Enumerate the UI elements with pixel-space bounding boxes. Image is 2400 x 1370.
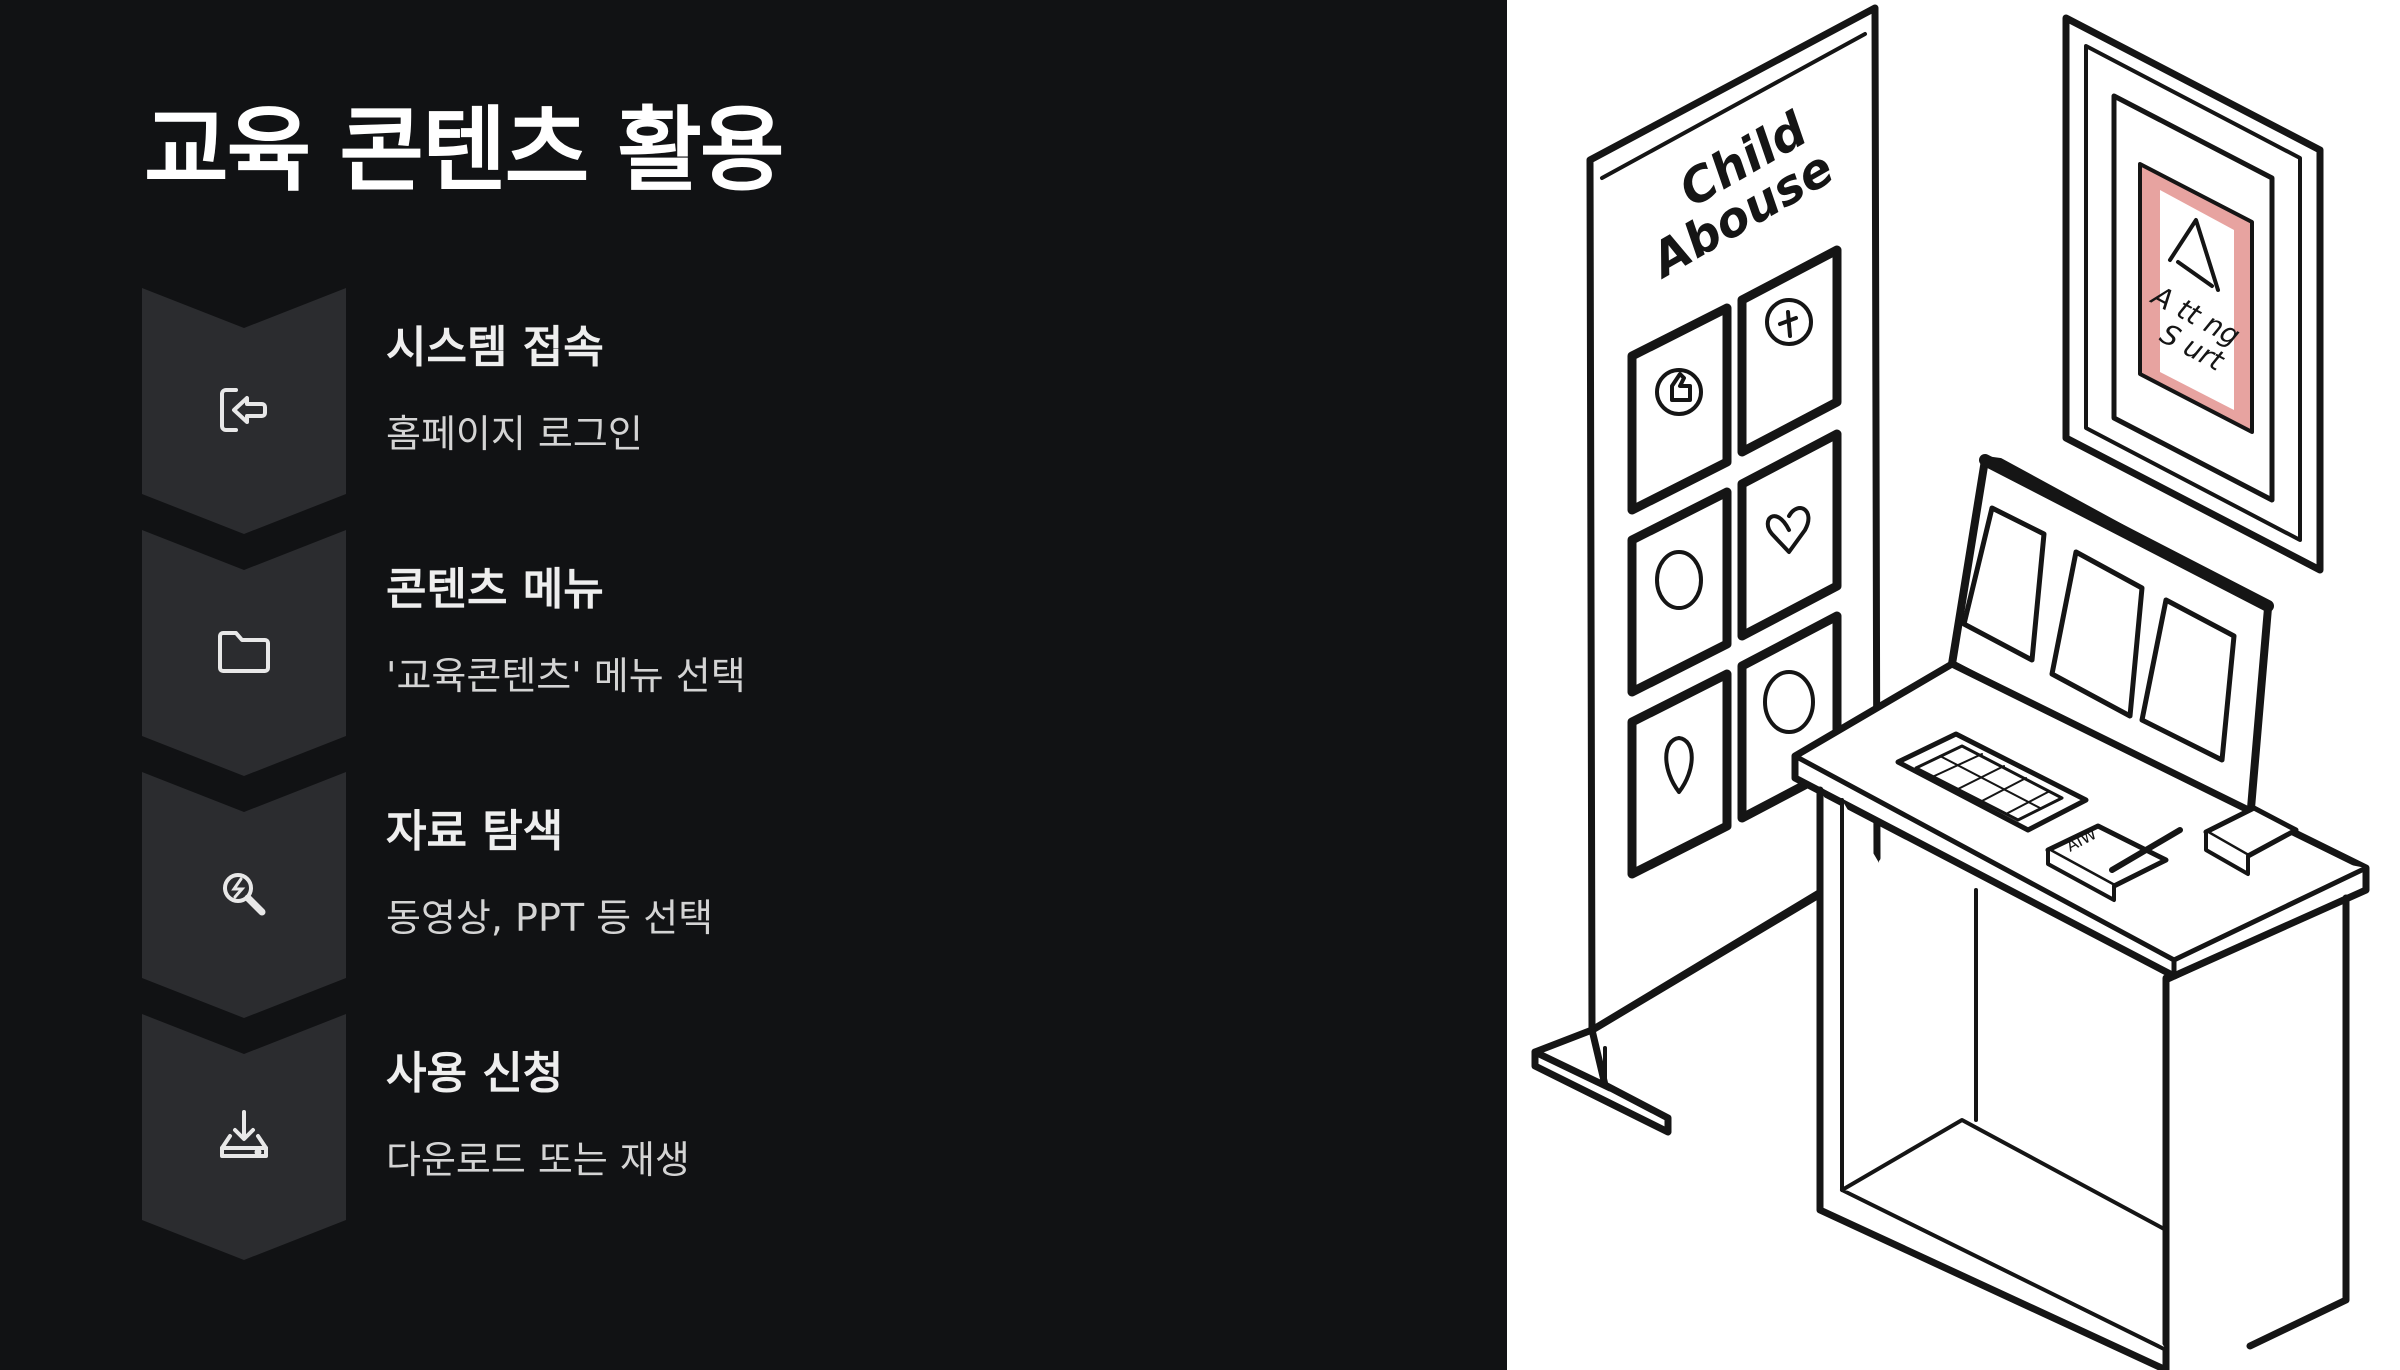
- step-3-description: 동영상, PPT 등 선택: [386, 896, 714, 940]
- step-1-title: 시스템 접속: [386, 322, 604, 373]
- booth-illustration: Child Abouse: [1507, 0, 2400, 1370]
- download-icon: [214, 1106, 274, 1166]
- step-3-badge: [142, 772, 346, 1018]
- login-icon: [214, 380, 274, 440]
- desk-items: [2045, 805, 2299, 902]
- step-1-badge: [142, 288, 346, 534]
- left-panel: 교육 콘텐츠 활용 시스템 접속 홈페이지 로그인 콘텐츠 메뉴 '교육콘텐츠'…: [0, 0, 1507, 1370]
- step-1-description: 홈페이지 로그인: [386, 412, 643, 456]
- step-4-badge: [142, 1014, 346, 1260]
- step-4-title: 사용 신청: [386, 1048, 564, 1099]
- keyboard: [1895, 731, 2089, 833]
- banner-frames: [1627, 245, 1842, 879]
- wall-poster: [2062, 14, 2324, 574]
- page-title: 교육 콘텐츠 활용: [144, 97, 785, 204]
- step-2-badge: [142, 530, 346, 776]
- step-4-description: 다운로드 또는 재생: [386, 1138, 690, 1182]
- step-2-description: '교육콘텐츠' 메뉴 선택: [386, 654, 746, 698]
- folder-icon: [214, 622, 274, 682]
- desk: [1791, 660, 2370, 1370]
- step-2-title: 콘텐츠 메뉴: [386, 564, 604, 615]
- banner-frame-icons: [1655, 298, 1815, 794]
- step-3-title: 자료 탐색: [386, 806, 564, 857]
- search-icon: [214, 864, 274, 924]
